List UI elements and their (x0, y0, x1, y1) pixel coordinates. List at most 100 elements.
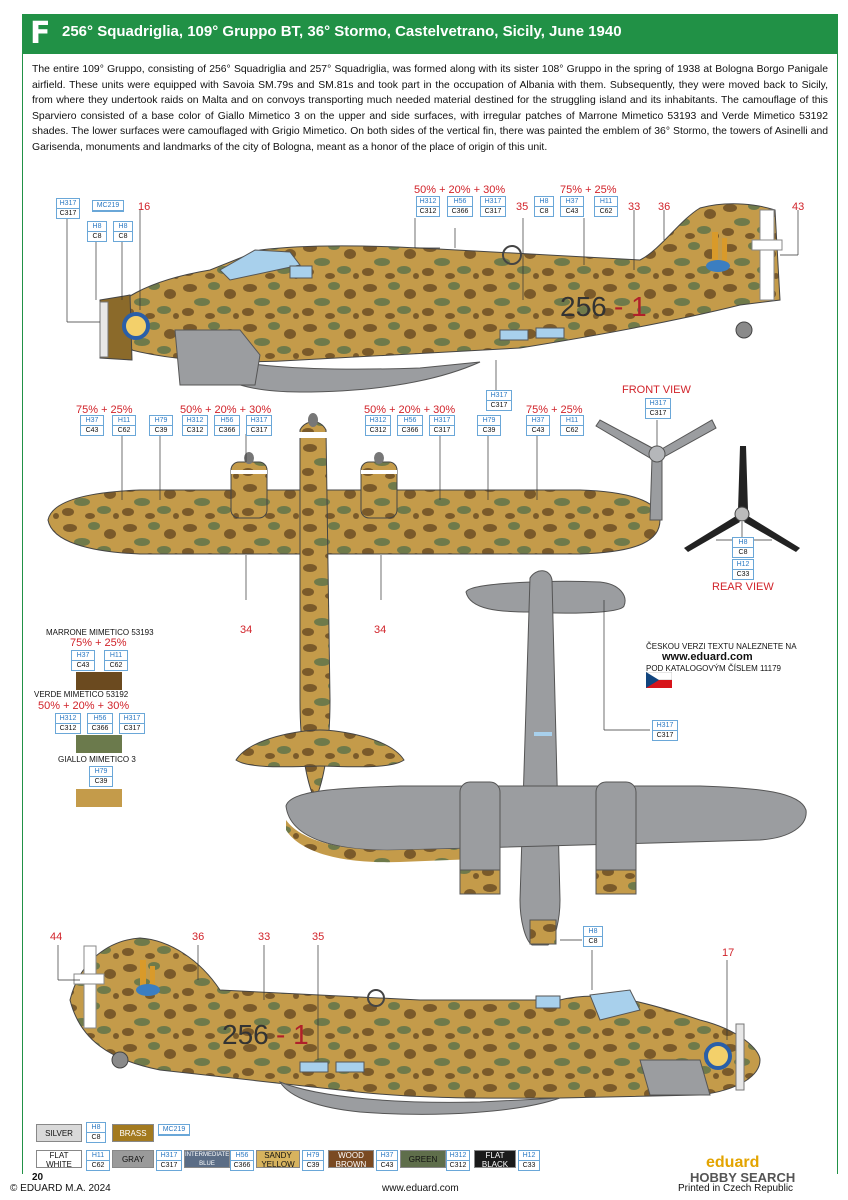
mix-label-side-2: 75% + 25% (560, 184, 617, 196)
swatch-marrone (76, 672, 122, 690)
legend-verde-title: VERDE MIMETICO 53192 (34, 690, 129, 699)
paint-brass: BRASS (112, 1124, 154, 1142)
footer-url[interactable]: www.eduard.com (382, 1183, 459, 1194)
legend-giallo-title: GIALLO MIMETICO 3 (58, 755, 136, 764)
callout-35b: 35 (312, 931, 324, 943)
paint-silver: SILVER (36, 1124, 82, 1142)
czech-flag-icon (646, 672, 672, 688)
legend-verde-mix: 50% + 20% + 30% (38, 700, 130, 712)
underside-view (285, 570, 807, 946)
section-header: F 256° Squadriglia, 109° Gruppo BT, 36° … (22, 14, 838, 54)
callout-33b: 33 (258, 931, 270, 943)
front-view-label: FRONT VIEW (622, 384, 691, 396)
callout-34b: 34 (374, 624, 386, 636)
copyright: © EDUARD M.A. 2024 (10, 1183, 111, 1194)
callout-36: 36 (658, 201, 670, 213)
code-box: MC219 (158, 1124, 190, 1136)
watermark: HOBBY SEARCH (690, 1170, 796, 1185)
paint-gray: GRAY (112, 1150, 154, 1168)
mix-label-top-b: 50% + 20% + 30% (180, 404, 272, 416)
serial-top: 256 (560, 291, 607, 322)
code-box: MC219 (92, 200, 124, 212)
czech-line1: ČESKOU VERZI TEXTU NALEZNETE NA (646, 642, 797, 651)
front-view-propeller (595, 419, 717, 521)
svg-text:- 1: - 1 (614, 291, 647, 322)
mix-label-top-c: 50% + 20% + 30% (364, 404, 456, 416)
mix-label-side-1: 50% + 20% + 30% (414, 184, 506, 196)
page-number: 20 (32, 1172, 44, 1183)
rear-view-label: REAR VIEW (712, 581, 774, 593)
serial-bottom: 256 (222, 1019, 269, 1050)
side-profile-bottom: 256 - 1 (57, 937, 761, 1115)
swatch-giallo (76, 789, 122, 807)
description-text: The entire 109° Gruppo, consisting of 25… (32, 64, 828, 153)
paint-green: GREEN (400, 1150, 446, 1168)
callout-33: 33 (628, 201, 640, 213)
legend-marrone-title: MARRONE MIMETICO 53193 (46, 628, 154, 637)
section-letter: F (30, 16, 51, 51)
czech-line2: POD KATALOGOVÝM ČÍSLEM 11179 (646, 664, 782, 673)
czech-url[interactable]: www.eduard.com (662, 651, 753, 663)
paint-wood-brown: WOOD BROWN (328, 1150, 374, 1169)
callout-16: 16 (138, 201, 150, 213)
mix-label-top-d: 75% + 25% (526, 404, 583, 416)
section-title: 256° Squadriglia, 109° Gruppo BT, 36° St… (62, 23, 622, 40)
paint-flat-black: FLAT BLACK (474, 1150, 516, 1169)
top-view (47, 413, 661, 802)
left-border (22, 54, 23, 1174)
right-border (837, 54, 838, 1174)
swatch-verde (76, 735, 122, 753)
legend-marrone-mix: 75% + 25% (70, 637, 127, 649)
side-profile-top: 256 - 1 (66, 203, 799, 393)
callout-44: 44 (50, 931, 62, 943)
callout-36b: 36 (192, 931, 204, 943)
paint-intermediate-blue: INTERMEDIATE BLUE (184, 1150, 230, 1168)
rear-view-propeller (684, 446, 800, 552)
czech-note: ČESKOU VERZI TEXTU NALEZNETE NA www.edua… (646, 641, 826, 674)
eduard-logo: eduard (706, 1154, 760, 1171)
footer: © EDUARD M.A. 2024 www.eduard.com Printe… (10, 1183, 838, 1197)
paint-flat-white: FLAT WHITE (36, 1150, 82, 1169)
callout-17: 17 (722, 947, 734, 959)
svg-text:- 1: - 1 (276, 1019, 309, 1050)
